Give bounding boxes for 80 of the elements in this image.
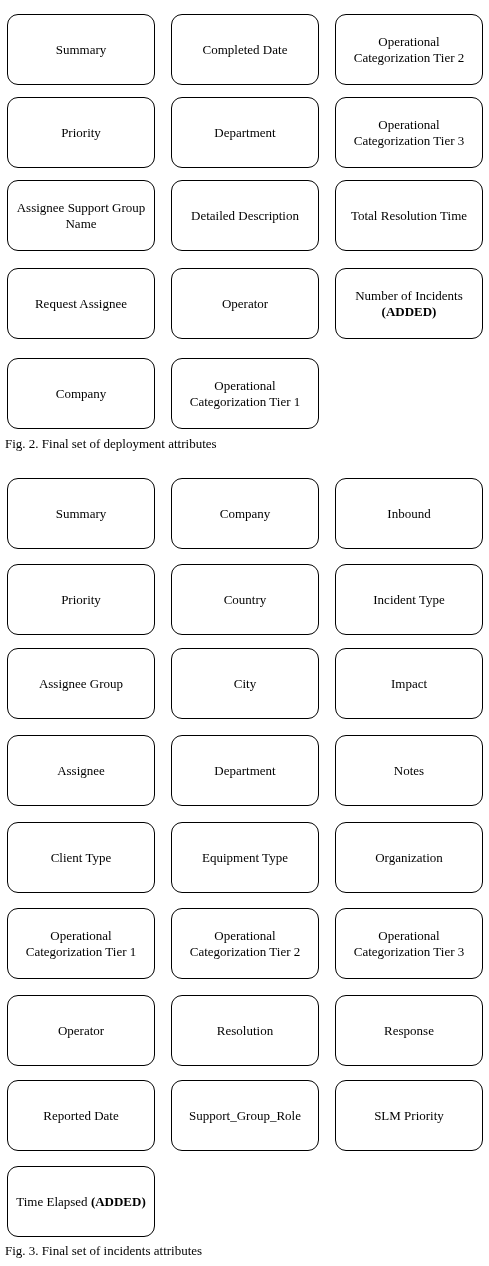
attribute-name: City [232, 675, 258, 692]
attribute-box [171, 564, 319, 635]
attribute-name: Support_Group_Role [188, 1107, 302, 1124]
attribute-box [171, 908, 319, 979]
attribute-box [335, 995, 483, 1066]
attribute-name: Operator [56, 1022, 106, 1039]
attribute-box [335, 180, 483, 251]
attribute-name: Number of Incidents (ADDED) [354, 287, 464, 320]
attribute-name: Operator [220, 295, 270, 312]
attribute-name: Operational Categorization Tier 1 [188, 377, 302, 410]
attribute-name: Company [54, 385, 108, 402]
attribute-name: Impact [389, 675, 429, 692]
attribute-box [171, 822, 319, 893]
attribute-name: Operational Categorization Tier 3 [352, 927, 466, 960]
attribute-box [171, 14, 319, 85]
attribute-box [7, 268, 155, 339]
attribute-box [335, 14, 483, 85]
attribute-box [335, 735, 483, 806]
attribute-name: Resolution [215, 1022, 275, 1039]
attribute-box [7, 822, 155, 893]
attribute-name: Company [218, 505, 272, 522]
attribute-box [7, 735, 155, 806]
attribute-box [335, 1080, 483, 1151]
attribute-box [7, 1080, 155, 1151]
attribute-box [7, 97, 155, 168]
attribute-box [335, 908, 483, 979]
attribute-name: Summary [54, 505, 108, 522]
attribute-box [335, 97, 483, 168]
attribute-name: Country [222, 591, 268, 608]
attribute-name: Department [213, 762, 277, 779]
attribute-name: Detailed Description [190, 207, 300, 224]
attribute-box [7, 564, 155, 635]
attribute-name: Priority [60, 124, 102, 141]
attribute-name: Department [213, 124, 277, 141]
attribute-name: Assignee [56, 762, 106, 779]
figure-caption: Fig. 2. Final set of deployment attributes [5, 436, 217, 452]
attribute-box [335, 564, 483, 635]
attribute-box [7, 648, 155, 719]
attribute-box [7, 1166, 155, 1237]
attribute-box [335, 268, 483, 339]
attribute-name: Incident Type [372, 591, 446, 608]
figure-caption: Fig. 3. Final set of incidents attributes [5, 1243, 203, 1259]
attribute-name: Assignee Support Group Name [15, 199, 147, 232]
attribute-box [171, 1080, 319, 1151]
attribute-box [171, 735, 319, 806]
attribute-box [335, 648, 483, 719]
attribute-name: SLM Priority [373, 1107, 445, 1124]
attribute-name: Operational Categorization Tier 3 [352, 116, 466, 149]
attribute-name: Operational Categorization Tier 1 [24, 927, 138, 960]
attribute-name: Equipment Type [201, 849, 289, 866]
attribute-box [7, 478, 155, 549]
attribute-name: Client Type [49, 849, 113, 866]
attribute-box [335, 822, 483, 893]
attribute-box [7, 180, 155, 251]
attribute-name: Inbound [386, 505, 432, 522]
attribute-name: Organization [374, 849, 444, 866]
attribute-box [7, 14, 155, 85]
attribute-name: Operational Categorization Tier 2 [352, 33, 466, 66]
attribute-name: Priority [60, 591, 102, 608]
attribute-name: Total Resolution Time [349, 207, 469, 224]
attribute-box [171, 268, 319, 339]
attribute-box [171, 180, 319, 251]
attribute-name: Time Elapsed (ADDED) [15, 1193, 147, 1210]
attribute-box [171, 995, 319, 1066]
attribute-name: Completed Date [201, 41, 289, 58]
attribute-name: Request Assignee [33, 295, 129, 312]
attribute-box [171, 358, 319, 429]
attribute-name: Operational Categorization Tier 2 [188, 927, 302, 960]
attribute-box [171, 648, 319, 719]
attribute-box [7, 358, 155, 429]
attribute-box [335, 478, 483, 549]
attribute-box [171, 478, 319, 549]
attribute-box [7, 995, 155, 1066]
attribute-name: Assignee Group [37, 675, 125, 692]
attribute-name: Response [383, 1022, 435, 1039]
attribute-name: Reported Date [42, 1107, 120, 1124]
attribute-name: Summary [54, 41, 108, 58]
attribute-name: Notes [392, 762, 426, 779]
attribute-box [7, 908, 155, 979]
attribute-box [171, 97, 319, 168]
